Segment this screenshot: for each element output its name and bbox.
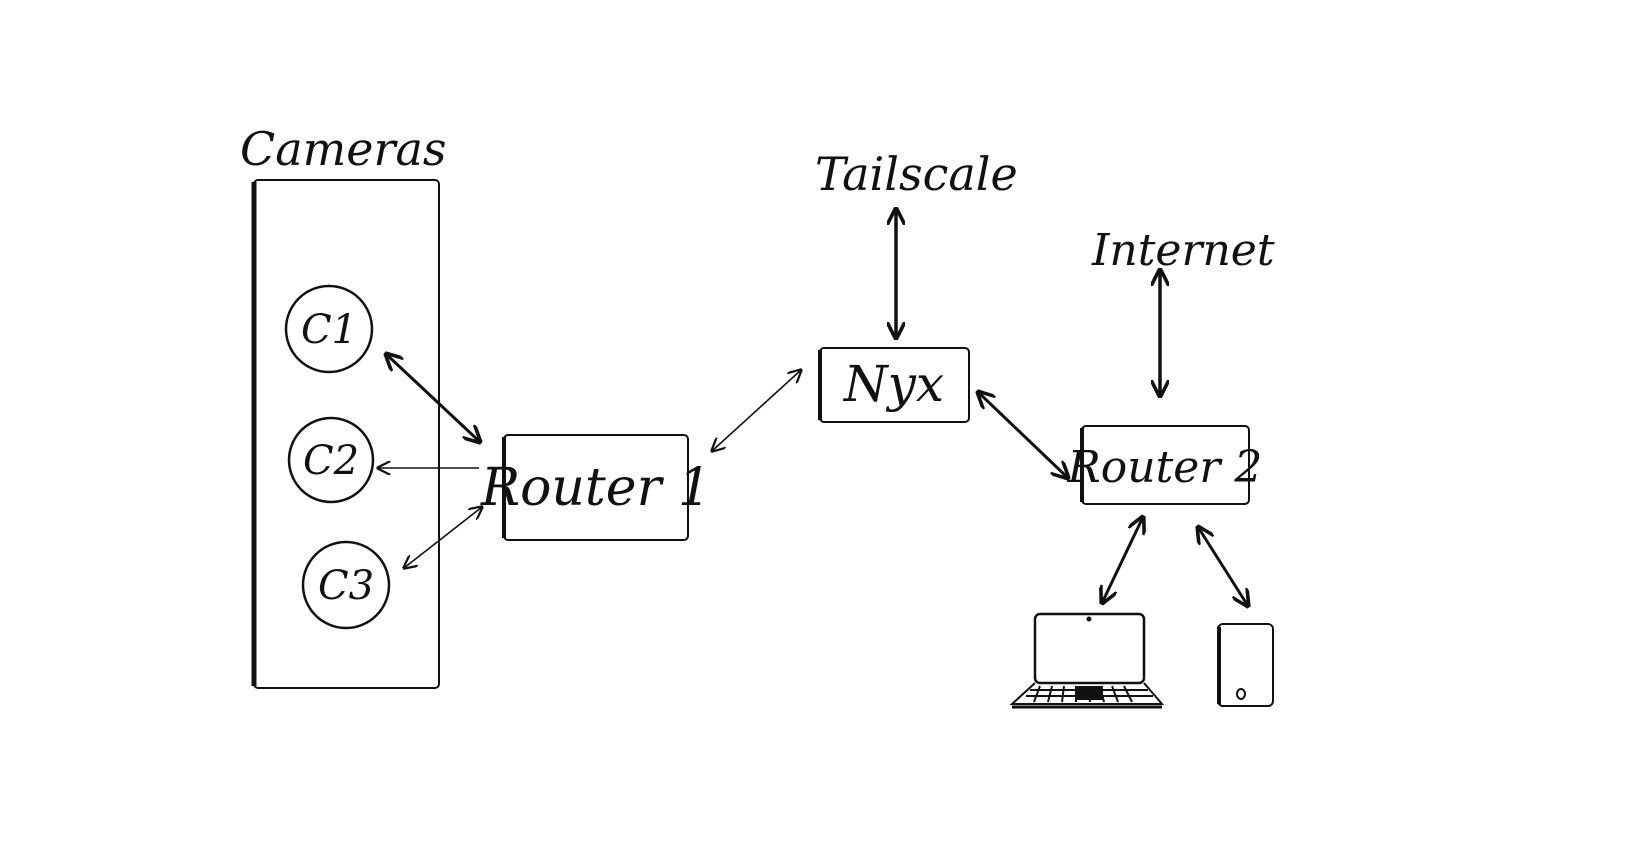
router2-label: Router 2 bbox=[1067, 442, 1263, 493]
router2-node: Router 2 bbox=[1067, 425, 1263, 505]
arrow-c1-router1 bbox=[386, 354, 480, 442]
c2-label: C2 bbox=[303, 438, 359, 484]
cameras-label: Cameras bbox=[240, 122, 446, 176]
camera-node-c1: C1 bbox=[284, 284, 374, 374]
nyx-label: Nyx bbox=[843, 355, 944, 413]
arrow-c3-router1 bbox=[404, 507, 482, 568]
phone-icon bbox=[1217, 623, 1274, 707]
tailscale-label: Tailscale bbox=[815, 147, 1018, 201]
c3-label: C3 bbox=[318, 563, 374, 609]
camera-node-c2: C2 bbox=[287, 416, 375, 504]
nyx-node: Nyx bbox=[818, 347, 970, 423]
cameras-group bbox=[251, 179, 440, 689]
arrow-router1-nyx bbox=[712, 370, 801, 451]
laptop-icon bbox=[1009, 612, 1165, 709]
router1-label: Router 1 bbox=[480, 458, 711, 518]
arrow-nyx-router2 bbox=[978, 392, 1068, 478]
arrow-router2-phone bbox=[1198, 527, 1248, 606]
internet-label: Internet bbox=[1091, 225, 1275, 276]
router1-node: Router 1 bbox=[480, 434, 711, 541]
c1-label: C1 bbox=[301, 307, 357, 353]
arrow-router2-laptop bbox=[1102, 517, 1143, 603]
camera-node-c3: C3 bbox=[301, 540, 391, 630]
